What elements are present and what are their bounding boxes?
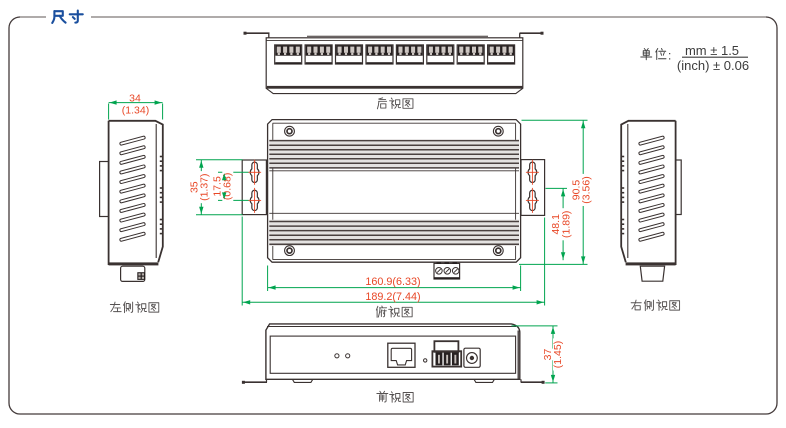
svg-text:(1.34): (1.34)	[122, 105, 149, 117]
svg-text:48.1: 48.1	[550, 214, 562, 235]
svg-text:35: 35	[189, 181, 201, 193]
svg-text:(inch) ± 0.06: (inch) ± 0.06	[677, 58, 749, 73]
svg-text:189.2(7.44): 189.2(7.44)	[365, 291, 420, 303]
svg-text:17.5: 17.5	[211, 176, 223, 197]
svg-text:160.9(6.33): 160.9(6.33)	[365, 276, 420, 288]
svg-text:(1.45): (1.45)	[552, 341, 564, 368]
svg-text:90.5: 90.5	[570, 180, 582, 201]
svg-text:(1.37): (1.37)	[199, 173, 211, 200]
svg-text::: :	[668, 49, 671, 63]
svg-text:mm ± 1.5: mm ± 1.5	[685, 43, 739, 58]
svg-text:(1.89): (1.89)	[561, 211, 573, 238]
svg-text:37: 37	[542, 349, 554, 361]
svg-text:34: 34	[129, 93, 141, 105]
svg-text:(3.56): (3.56)	[581, 176, 593, 203]
